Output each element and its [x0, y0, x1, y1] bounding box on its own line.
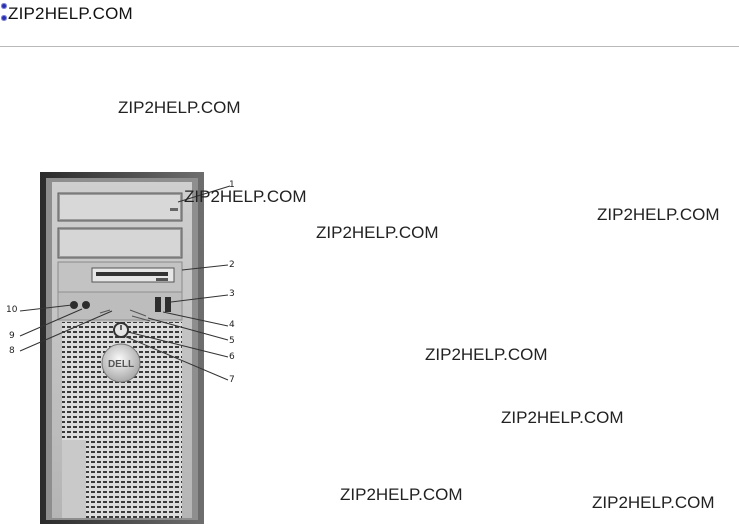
callout-2: 2 [229, 260, 235, 270]
drive-eject-button [170, 208, 178, 211]
usb-port [155, 297, 161, 312]
watermark-text: ZIP2HELP.COM [316, 223, 439, 242]
watermark-text: ZIP2HELP.COM [597, 205, 720, 224]
watermark-text: ZIP2HELP.COM [118, 98, 241, 117]
callout-10: 10 [6, 305, 18, 315]
callout-5: 5 [229, 336, 235, 346]
bullet-icon [1, 15, 7, 21]
watermark-text: ZIP2HELP.COM [184, 187, 307, 206]
headphone-jack [70, 301, 78, 309]
watermark-text: ZIP2HELP.COM [592, 493, 715, 512]
callout-1: 1 [229, 180, 235, 190]
bullet-icon [1, 3, 7, 9]
callout-7: 7 [229, 375, 235, 385]
callout-6: 6 [229, 352, 235, 362]
watermark-text: ZIP2HELP.COM [501, 408, 624, 427]
callout-8: 8 [9, 346, 15, 356]
callout-9: 9 [9, 331, 15, 341]
watermark-text: ZIP2HELP.COM [425, 345, 548, 364]
watermark-text: ZIP2HELP.COM [340, 485, 463, 504]
header-divider [0, 46, 739, 47]
callout-4: 4 [229, 320, 235, 330]
site-title[interactable]: ZIP2HELP.COM [8, 4, 133, 23]
callout-3: 3 [229, 289, 235, 299]
dell-logo-badge [101, 343, 141, 383]
usb-port [165, 297, 171, 312]
microphone-jack [82, 301, 90, 309]
brand-logo-text: DELL [108, 359, 134, 370]
